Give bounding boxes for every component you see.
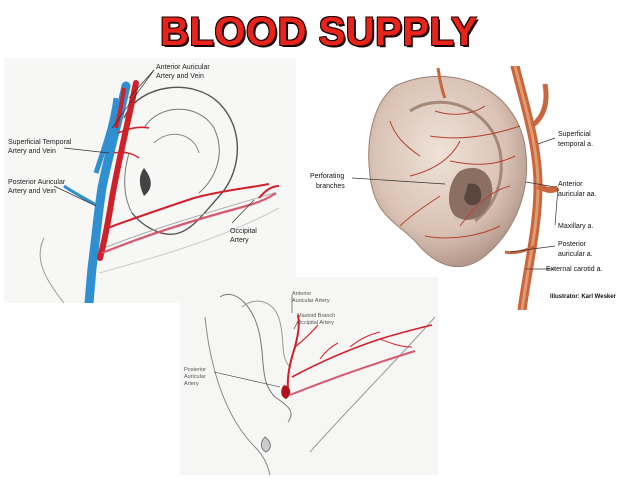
label-occipital-2: Artery xyxy=(230,237,249,244)
illustrator-credit: Illustrator: Karl Wesker xyxy=(550,294,617,300)
label-superficial-temporal-2: Artery and Vein xyxy=(8,148,56,155)
label-occipital: Occipital xyxy=(230,228,257,235)
label-anterior-auricular-b: Anterior xyxy=(292,291,311,297)
label-posterior-auricular-a: Posterior xyxy=(558,241,587,248)
label-perforating-2: branches xyxy=(316,183,345,190)
label-mastoid-branch-2: Occipital Artery xyxy=(297,320,334,326)
posterior-auricular-artery-b xyxy=(286,314,300,390)
right-ear-illustration: Perforating branches Superficial tempora… xyxy=(300,66,634,310)
label-anterior-auricular-aa-2: auricular aa. xyxy=(558,191,597,198)
left-ear-diagram: Anterior Auricular Artery and Vein Super… xyxy=(4,58,296,303)
label-mastoid-branch: Mastoid Branch xyxy=(297,313,335,319)
anterior-auricular-branch xyxy=(117,126,150,134)
ear-helix xyxy=(123,86,238,235)
label-anterior-auricular-aa: Anterior xyxy=(558,181,583,188)
label-posterior-auricular-b-3: Artery xyxy=(184,381,199,387)
label-superficial-temporal-a-2: temporal a. xyxy=(558,141,593,148)
occipital-artery xyxy=(101,192,277,255)
label-maxillary: Maxillary a. xyxy=(558,223,593,230)
label-posterior-auricular-2: Artery and Vein xyxy=(8,188,56,195)
label-superficial-temporal-a: Superficial xyxy=(558,131,591,138)
mastoid-branch xyxy=(291,324,433,378)
label-posterior-auricular-a-2: auricular a. xyxy=(558,251,593,258)
superficial-temporal-artery xyxy=(97,80,139,261)
label-superficial-temporal: Superficial Temporal xyxy=(8,139,72,146)
label-external-carotid: External carotid a. xyxy=(546,266,602,273)
label-posterior-auricular: Posterior Auricular xyxy=(8,179,66,186)
label-perforating: Perforating xyxy=(310,173,344,180)
posterior-auricular-artery xyxy=(107,183,270,229)
slide-title: BLOOD SUPPLY xyxy=(160,10,478,54)
label-anterior-auricular-b-2: Auricular Artery xyxy=(292,298,330,304)
label-posterior-auricular-b-2: Auricular xyxy=(184,374,206,380)
label-anterior-auricular: Anterior Auricular xyxy=(156,64,210,71)
ear-back-outline xyxy=(241,300,291,368)
posterior-ear-diagram: Anterior Auricular Artery Mastoid Branch… xyxy=(180,277,438,475)
label-posterior-auricular-b: Posterior xyxy=(184,367,206,373)
occipital-artery-b xyxy=(289,350,416,396)
ear-canal xyxy=(139,168,151,196)
label-anterior-auricular-2: Artery and Vein xyxy=(156,73,204,80)
